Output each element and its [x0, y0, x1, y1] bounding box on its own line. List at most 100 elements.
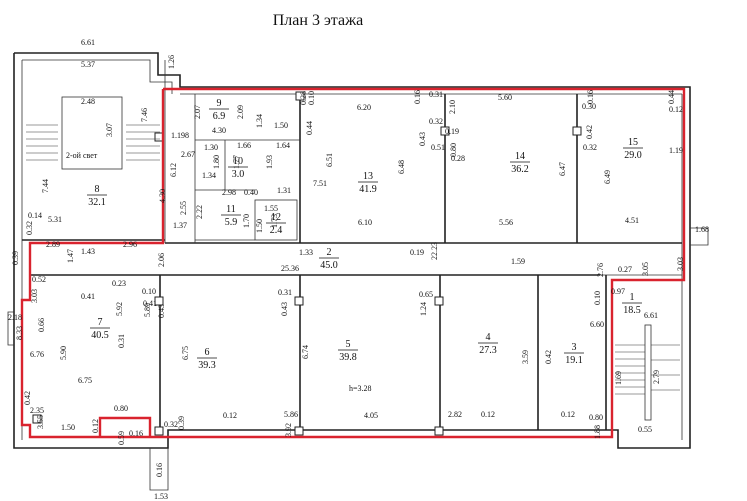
- room-area: 5.9: [225, 217, 238, 228]
- dimension-label: 1.73: [270, 214, 279, 228]
- room-number: 10: [233, 156, 243, 167]
- dimension-label: 6.20: [357, 103, 371, 112]
- dimension-label: 5.89: [143, 303, 152, 317]
- dimension-label: 2.07: [193, 105, 202, 119]
- dimension-label: 1.31: [277, 186, 291, 195]
- dimension-label: 1.24: [419, 302, 428, 316]
- dimension-label: 0.43: [418, 132, 427, 146]
- dimension-label: 0.44: [305, 121, 314, 135]
- dimension-label: 2.22: [195, 205, 204, 219]
- dimension-label: 0.12: [669, 105, 683, 114]
- room-area: 18.5: [623, 305, 641, 316]
- plan-title: План 3 этажа: [273, 12, 364, 29]
- room-number: 4: [486, 332, 491, 343]
- dimension-label: 0.41: [81, 292, 95, 301]
- dimension-label: 3.55: [36, 415, 45, 429]
- dimension-label: 1.33: [299, 248, 313, 257]
- room-area: 40.5: [91, 330, 109, 341]
- dimension-label: 1.26: [167, 55, 176, 69]
- dimension-label: 0.43: [280, 302, 289, 316]
- dimension-label: 3.07: [105, 123, 114, 137]
- dimension-label: 0.10: [142, 287, 156, 296]
- height-note: h=3.28: [349, 384, 372, 393]
- dimension-label: 22.23: [430, 242, 439, 260]
- dimension-label: 0.28: [451, 154, 465, 163]
- dimension-label: 6.74: [301, 345, 310, 359]
- dimension-label: 8.33: [15, 326, 24, 340]
- room-area: 19.1: [565, 355, 583, 366]
- room-area: 36.2: [511, 164, 529, 175]
- dimension-label: 1.77: [232, 155, 241, 169]
- dimension-label: 1.53: [154, 492, 168, 501]
- room-number: 14: [515, 151, 525, 162]
- dimension-label: 2.10: [448, 100, 457, 114]
- room-number: 1: [630, 292, 635, 303]
- dimension-label: 0.31: [429, 90, 443, 99]
- dimension-label: 1.68: [695, 225, 709, 234]
- dimension-label: 1.80: [212, 155, 221, 169]
- dimension-label: 0.42: [23, 391, 32, 405]
- dimension-label: 1.43: [81, 247, 95, 256]
- room-area: 27.3: [479, 345, 497, 356]
- room-area: 3.0: [232, 169, 245, 180]
- dimension-label: 2.82: [448, 410, 462, 419]
- room-number: 5: [346, 339, 351, 350]
- dimension-label: 1.64: [276, 141, 290, 150]
- dimension-label: 2.89: [46, 240, 60, 249]
- dimension-label: 1.47: [66, 249, 75, 263]
- stair-right: [615, 324, 680, 421]
- room-number: 9: [217, 98, 222, 109]
- room-number: 7: [98, 317, 103, 328]
- room-number: 3: [572, 342, 577, 353]
- dimension-label: 0.32: [429, 117, 443, 126]
- dimension-label: 6.51: [325, 153, 334, 167]
- dimension-label: 0.32: [25, 221, 34, 235]
- dimension-label: 0.31: [278, 288, 292, 297]
- dimension-label: 0.31: [117, 334, 126, 348]
- room-area: 39.8: [339, 352, 357, 363]
- room-area: 32.1: [88, 197, 106, 208]
- dimension-label: 0.65: [419, 290, 433, 299]
- dimension-label: 0.40: [244, 188, 258, 197]
- dimension-label: 6.47: [558, 162, 567, 176]
- room-number: 15: [628, 137, 638, 148]
- dimension-label: 1.50: [61, 423, 75, 432]
- dimension-label: 6.49: [603, 170, 612, 184]
- dimension-label: 2.35: [30, 406, 44, 415]
- dimension-label: 0.39: [177, 416, 186, 430]
- dimension-label: 5.92: [115, 302, 124, 316]
- dimension-label: 0.41: [143, 299, 157, 308]
- room-area: 29.0: [624, 150, 642, 161]
- dimension-label: 0.80: [449, 143, 458, 157]
- room-labels: 118.5245.0319.1427.3539.8639.3740.5832.1…: [87, 98, 643, 371]
- dimension-label: 4.05: [364, 411, 378, 420]
- dimension-label: 0.80: [589, 413, 603, 422]
- dimension-label: 0.27: [618, 265, 632, 274]
- dimension-label: 0.39: [11, 251, 20, 265]
- dimension-label: 3.03: [676, 257, 685, 271]
- dimension-label: 2.98: [222, 188, 236, 197]
- dimension-label: 0.32: [164, 420, 178, 429]
- room-number: 13: [363, 171, 373, 182]
- dimension-label: 1.69: [614, 371, 623, 385]
- dimension-label: 5.90: [59, 346, 68, 360]
- dimension-label: 5.37: [81, 60, 95, 69]
- room-number: 6: [205, 347, 210, 358]
- dimension-label: 2.76: [596, 263, 605, 277]
- dimension-label: 6.10: [358, 218, 372, 227]
- dimension-label: 0.10: [307, 91, 316, 105]
- dimension-label: 0.12: [481, 410, 495, 419]
- dimension-label: 0.52: [32, 275, 46, 284]
- dimension-label: 2.06: [157, 253, 166, 267]
- columns: [32, 91, 582, 436]
- dimension-label: 6.75: [181, 346, 190, 360]
- dimension-label: 1.30: [204, 143, 218, 152]
- dimension-label: 6.48: [397, 160, 406, 174]
- dimension-label: 25.36: [281, 264, 299, 273]
- dimension-label: 0.16: [586, 90, 595, 104]
- room-area: 2.4: [270, 225, 283, 236]
- dimension-label: 0.19: [445, 127, 459, 136]
- dimension-label: 0.80: [114, 404, 128, 413]
- dimension-label: 1.93: [265, 155, 274, 169]
